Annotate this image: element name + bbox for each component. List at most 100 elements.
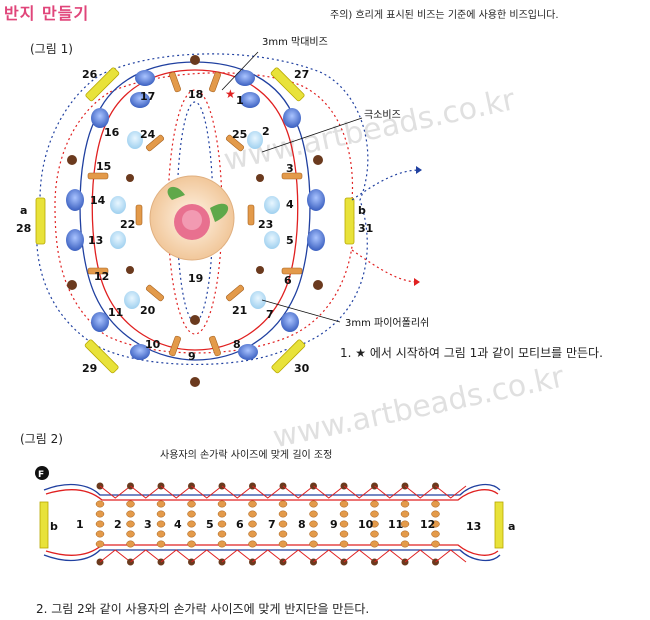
fig2-orange-bead: [309, 520, 318, 528]
blue-bead: [235, 70, 255, 86]
fig2-orange-bead: [187, 540, 196, 548]
seed-bead: [126, 174, 134, 182]
fig2-orange-bead: [431, 540, 440, 548]
blue-bead: [281, 312, 299, 332]
fig2-zigzag-thread: [130, 485, 162, 563]
fig2-num-12: 12: [420, 518, 435, 531]
figure2-sublabel: 사용자의 손가락 사이즈에 맞게 길이 조정: [160, 450, 333, 461]
rose-cabochon: [149, 175, 235, 261]
start-star-icon: ★: [225, 87, 236, 101]
seed-bead: [313, 155, 323, 165]
num-21: 21: [232, 304, 247, 317]
fig2-orange-bead: [95, 520, 105, 528]
watermark-middle: www.artbeads.co.kr: [270, 359, 568, 455]
fig2-orange-bead: [431, 520, 440, 528]
bugle-bead: [169, 335, 181, 357]
orange-bugle-beads: [87, 71, 303, 357]
step1-instruction: 1. ★ 에서 시작하여 그림 1과 같이 모티브를 만든다.: [340, 346, 603, 360]
blue-bead: [307, 229, 325, 251]
fig2-orange-bead: [126, 500, 135, 508]
fig2-num-3: 3: [144, 518, 152, 531]
pale-bead: [124, 291, 140, 309]
yellow-bugle-27: [270, 67, 305, 102]
end-b-number: 31: [358, 222, 373, 235]
yellow-bugle-26: [85, 67, 120, 102]
seed-bead: [126, 266, 134, 274]
callout-bugle-bead: 3mm 막대비즈: [262, 36, 328, 48]
figure1-diagram: ★ 1 2 3 4 5 6 7 8 9 10 11 12 13 14 15 16…: [16, 36, 429, 387]
fig2-end-right-letter: a: [508, 520, 515, 533]
bugle-bead: [87, 172, 109, 180]
num-1: 1: [236, 94, 244, 107]
num-5: 5: [286, 234, 294, 247]
fig2-orange-bead: [339, 530, 349, 538]
bugle-bead: [169, 71, 181, 93]
fig2-zigzag-thread: [343, 485, 375, 563]
fig2-orange-bead: [217, 540, 227, 548]
num-17: 17: [140, 90, 155, 103]
fig2-orange-bead: [400, 510, 410, 518]
seed-bead: [190, 315, 200, 325]
fig2-orange-bead: [370, 540, 379, 548]
num-30: 30: [294, 362, 310, 375]
fig2-num-13: 13: [466, 520, 481, 533]
num-7: 7: [266, 308, 274, 321]
bugle-bead: [145, 134, 165, 152]
yellow-long-bugles: [35, 67, 355, 374]
seed-bead: [256, 174, 264, 182]
fig2-num-2: 2: [114, 518, 122, 531]
fig2-orange-bead: [126, 510, 135, 518]
rose-center: [182, 210, 202, 230]
pale-bead: [250, 291, 266, 309]
fig2-num-5: 5: [206, 518, 214, 531]
fig2-num-8: 8: [298, 518, 306, 531]
fig2-zigzag-thread: [99, 485, 131, 563]
num-25: 25: [232, 128, 247, 141]
blue-bead: [238, 344, 258, 360]
fig2-orange-bead: [309, 530, 318, 538]
fig2-zigzag-thread: [252, 485, 284, 563]
end-b-letter: b: [358, 204, 366, 217]
seed-bead: [190, 55, 200, 65]
num-14: 14: [90, 194, 106, 207]
num-16: 16: [104, 126, 120, 139]
num-18: 18: [188, 88, 203, 101]
yellow-bugle-28: [35, 197, 46, 245]
yellow-bugle-29: [84, 339, 119, 374]
fig2-orange-bead: [126, 520, 135, 528]
num-11: 11: [108, 306, 123, 319]
fig2-orange-bead: [400, 500, 410, 508]
seed-bead: [313, 280, 323, 290]
page-note: 주의) 흐리게 표시된 비즈는 기준에 사용한 비즈입니다.: [330, 10, 559, 21]
figure2-diagram: b a F 1 2 3 4 5 6 7 8 9 10 11 12 13: [35, 466, 515, 566]
num-3: 3: [286, 162, 294, 175]
arrow-right-red-icon: [414, 278, 420, 286]
bugle-bead: [209, 335, 221, 357]
num-19: 19: [188, 272, 203, 285]
pale-bead: [264, 231, 280, 249]
fig2-end-bugle-left: [39, 501, 49, 549]
fig2-zigzag-thread: [191, 485, 223, 563]
num-4: 4: [286, 198, 294, 211]
yellow-bugle-30: [271, 339, 306, 374]
fig2-zigzag-thread: [160, 485, 192, 563]
fig2-orange-bead: [309, 540, 318, 548]
fig2-orange-bead: [95, 510, 105, 518]
fig2-orange-bead: [339, 500, 349, 508]
num-8: 8: [233, 338, 241, 351]
fig2-orange-bead: [126, 530, 135, 538]
fig2-num-1: 1: [76, 518, 84, 531]
brown-seed-beads: [67, 55, 323, 387]
num-13: 13: [88, 234, 103, 247]
fig2-orange-bead: [431, 510, 440, 518]
callout-line-fire-polish: [261, 299, 341, 323]
fig2-orange-bead: [400, 540, 410, 548]
fig2-orange-bead: [309, 510, 318, 518]
fig2-num-7: 7: [268, 518, 276, 531]
callout-line-seed: [261, 117, 363, 153]
pale-bead: [264, 196, 280, 214]
fig2-orange-bead: [248, 530, 257, 538]
start-marker-letter: F: [38, 470, 44, 480]
watermark-group: www.artbeads.co.kr www.artbeads.co.kr: [221, 82, 568, 455]
fig2-orange-bead: [217, 510, 227, 518]
